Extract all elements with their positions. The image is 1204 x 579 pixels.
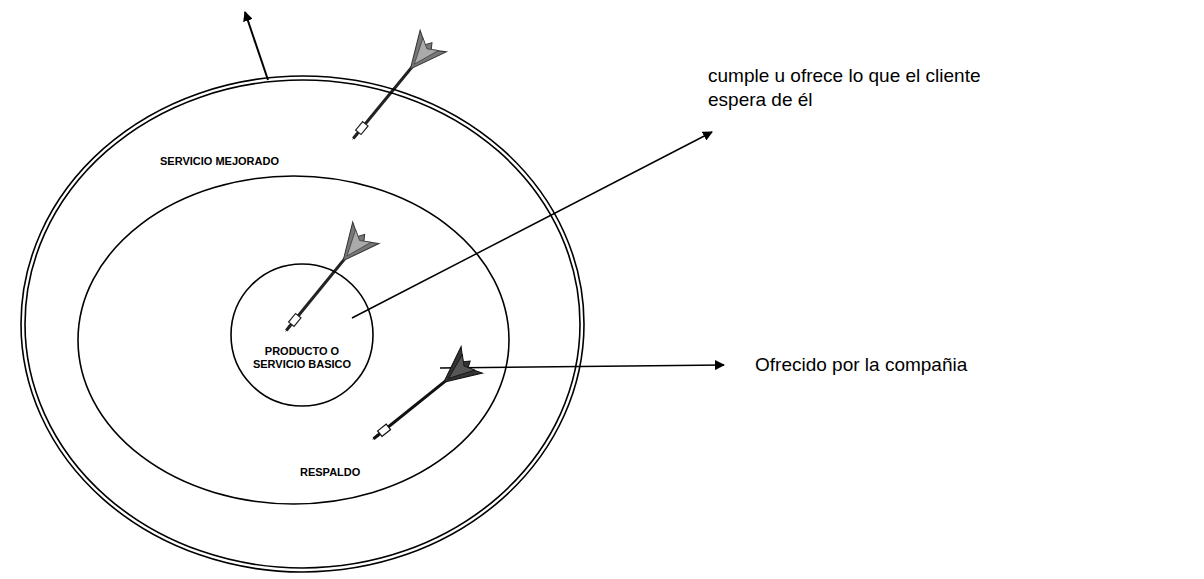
ring-label: SERVICIO MEJORADO (160, 155, 360, 168)
leader-arrow (245, 12, 268, 80)
inner-circle: PRODUCTO O SERVICIO BASICO (230, 263, 374, 407)
ring-line (21, 76, 584, 572)
callout-text: cumple u ofrece lo que el cliente espera… (708, 64, 1038, 112)
ring-label: PRODUCTO O SERVICIO BASICO (248, 345, 356, 371)
ring-outline (230, 263, 374, 407)
dart (272, 222, 379, 343)
ring-line (25, 80, 580, 568)
leader-arrow (352, 132, 712, 318)
middle-ring: RESPALDO PRODUCTO O SERVICIO BASICO (77, 175, 510, 505)
dart (339, 30, 447, 150)
ring-line (231, 264, 373, 406)
outer-ring: SERVICIO MEJORADO RESPALDO PRODUCTO O SERV… (20, 75, 585, 573)
ring-outline (20, 75, 585, 573)
callout-text: Ofrecido por la compañia (755, 353, 1015, 377)
ring-label: RESPALDO (300, 466, 400, 479)
ring-line (78, 176, 509, 504)
dart (361, 347, 482, 454)
leader-arrow (440, 365, 724, 368)
ring-outline (77, 175, 510, 505)
